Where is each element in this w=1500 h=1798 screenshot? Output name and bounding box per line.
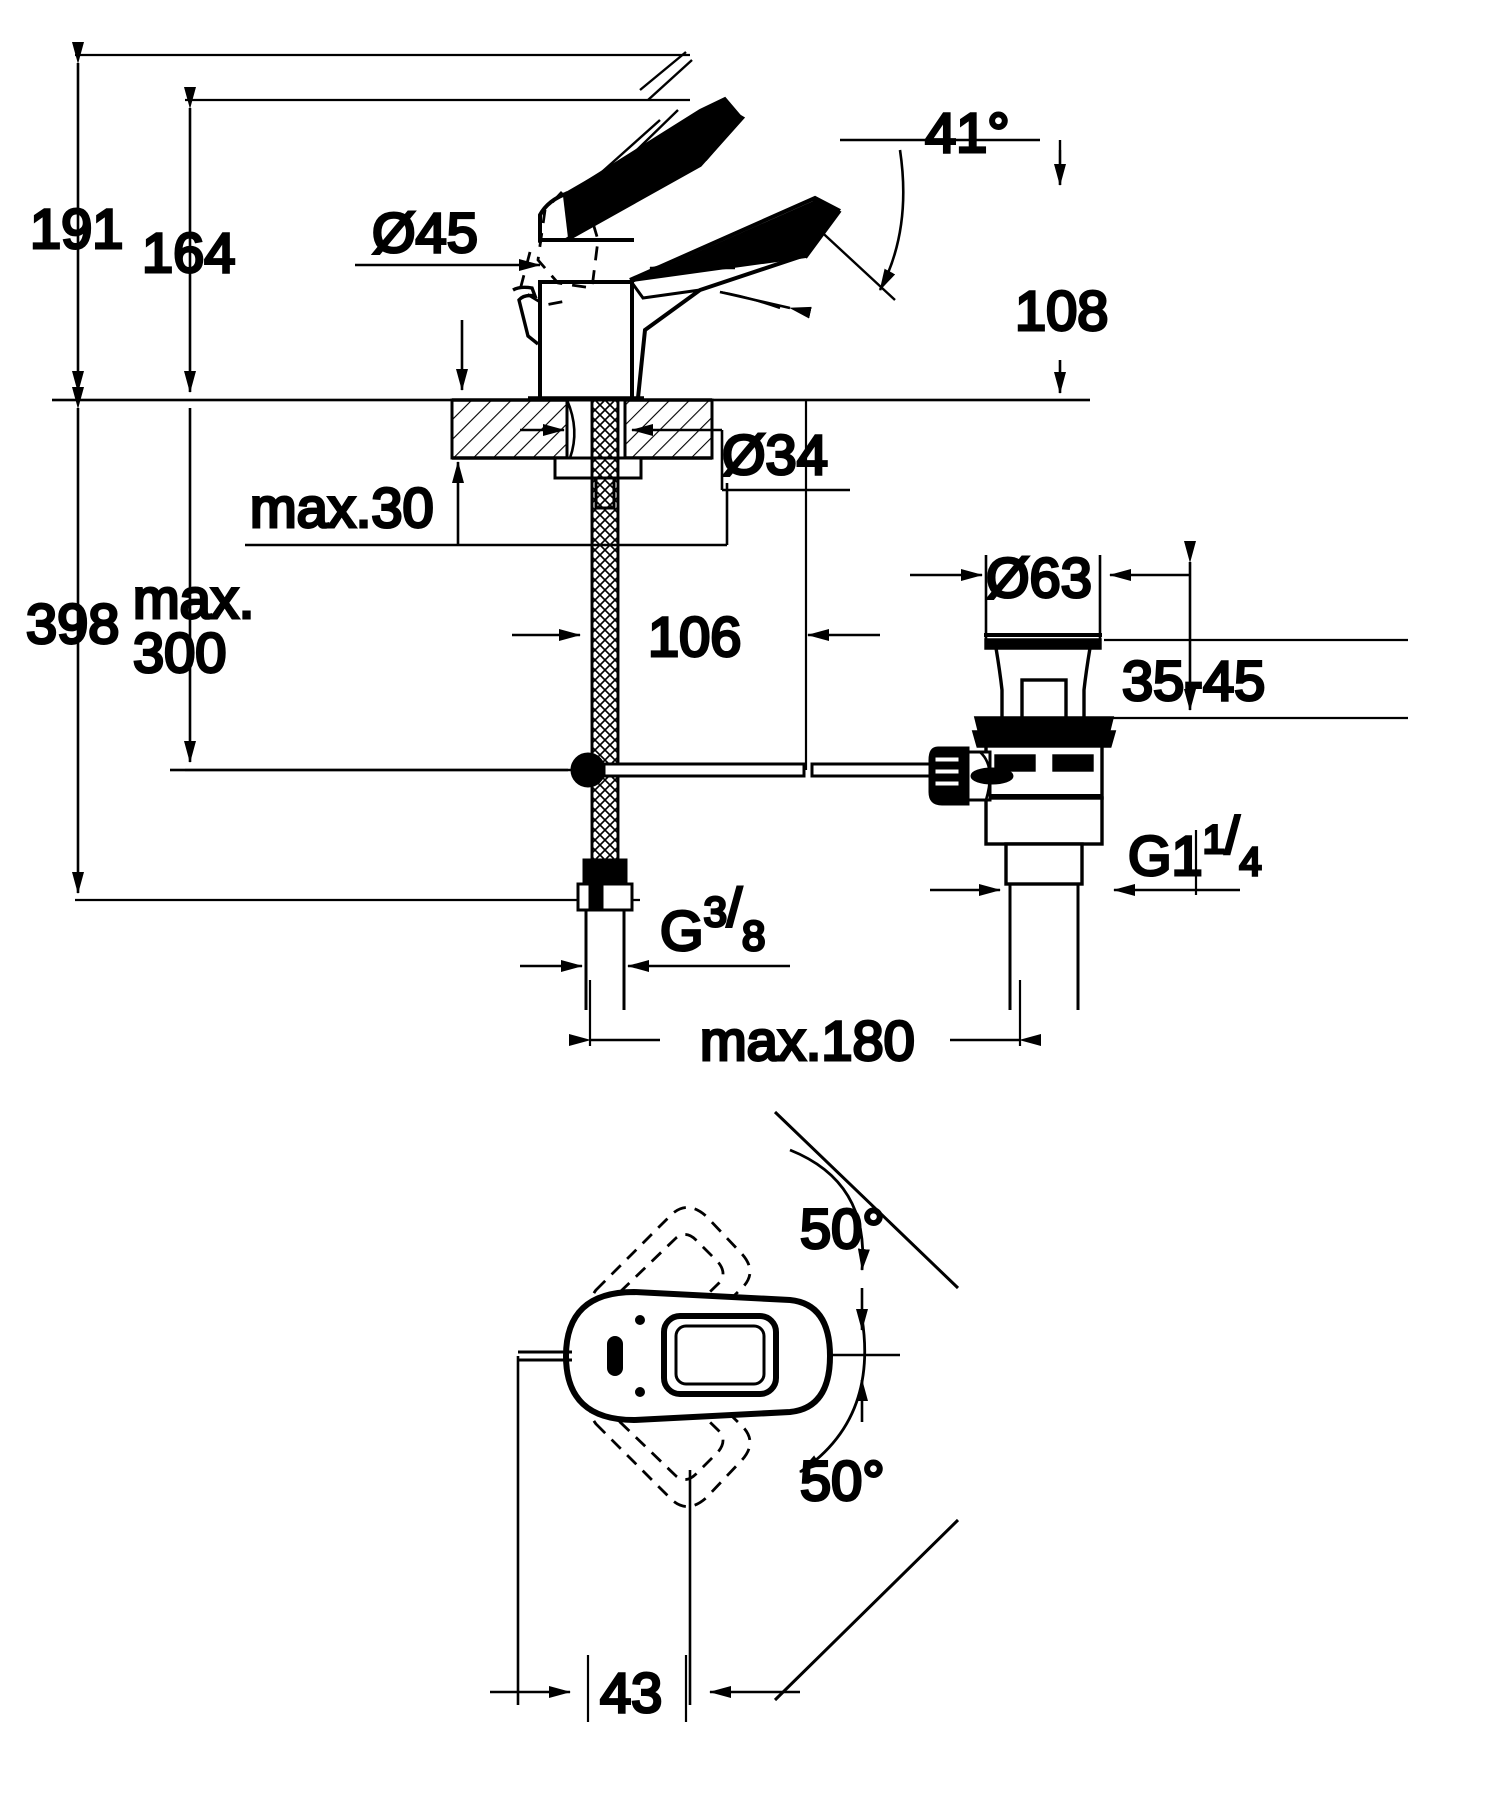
dim-label-106: 106: [648, 605, 741, 668]
pull-rod: [170, 752, 934, 788]
dim-waste-range: [1104, 541, 1408, 720]
dim-label-G1-quarter: G11/4: [1128, 807, 1262, 887]
body-leader-arrows: [649, 262, 812, 319]
plan-lever-inner: [674, 1324, 766, 1386]
dim-label-d34: Ø34: [722, 423, 828, 486]
dim-label-50deg-upper: 50°: [800, 1197, 885, 1260]
lever-handle-alt-position: [518, 190, 600, 307]
dim-label-164: 164: [142, 221, 235, 284]
flexible-supply-hose: [590, 398, 620, 862]
dim-waste-thread-leader: [930, 830, 1240, 896]
dim-label-max30: max.30: [250, 476, 434, 539]
dim-label-50deg-lower: 50°: [800, 1449, 885, 1512]
plan-lift-rod: [518, 1350, 572, 1362]
waste-rod-nut: [928, 746, 1014, 806]
pop-up-waste-assembly: [971, 633, 1117, 1010]
supply-thread-prefix: G: [660, 899, 704, 962]
supply-thread-denominator: 8: [742, 912, 765, 959]
dim-waste-flange: [910, 555, 1190, 640]
dim-label-d63: Ø63: [986, 546, 1092, 609]
faucet-body: [512, 280, 644, 400]
dim-label-43: 43: [600, 1661, 662, 1724]
dim-plan-width: [490, 1356, 800, 1722]
lever-handle: [538, 96, 746, 243]
dim-label-191: 191: [30, 197, 123, 260]
plan-angle-lower: [773, 1317, 960, 1702]
dim-max-rod: [569, 980, 1041, 1046]
handle-motion-lines: [564, 51, 693, 219]
dim-label-max: max.: [133, 567, 254, 630]
supply-thread-numerator: 3: [704, 888, 727, 935]
dim-label-398: 398: [26, 592, 119, 655]
dim-label-35-45: 35-45: [1122, 649, 1265, 712]
plan-angle-upper: [773, 1110, 960, 1290]
plan-aerator-slot: [607, 1315, 645, 1397]
dim-label-108: 108: [1015, 279, 1108, 342]
dim-label-max180: max.180: [700, 1009, 915, 1072]
dim-label-300: 300: [133, 621, 226, 684]
dim-label-41deg: 41°: [925, 101, 1010, 164]
angle-41-arc: [799, 138, 1040, 301]
dim-supply-thread-leader: [520, 960, 790, 972]
waste-thread-denominator: 4: [1239, 840, 1261, 884]
dim-label-G-three-eighths: G3/8: [660, 878, 765, 962]
dim-hole-diameter: [520, 424, 850, 492]
dim-label-d45: Ø45: [372, 201, 478, 264]
supply-connector-nut: [576, 858, 634, 1010]
waste-thread-prefix: G1: [1128, 824, 1203, 887]
waste-thread-numerator: 1: [1203, 818, 1225, 862]
